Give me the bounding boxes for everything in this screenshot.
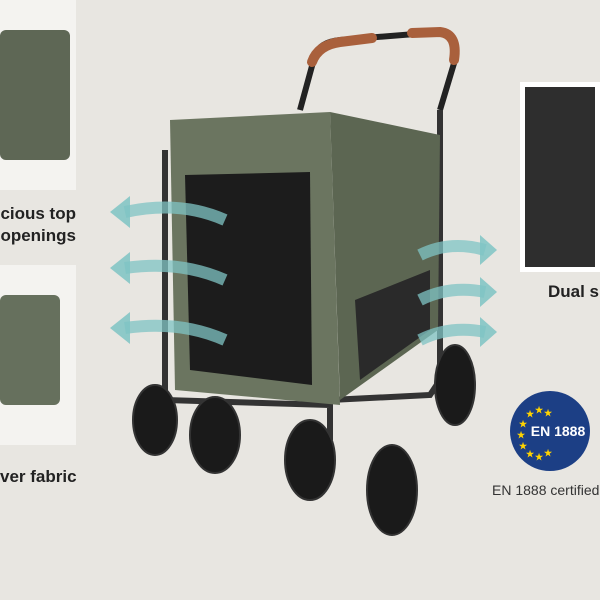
svg-text:★: ★ xyxy=(519,419,528,429)
badge-text: EN 1888 xyxy=(530,423,586,439)
svg-text:★: ★ xyxy=(526,449,535,459)
svg-text:★: ★ xyxy=(519,441,528,451)
svg-text:★: ★ xyxy=(544,448,553,458)
svg-text:★: ★ xyxy=(517,430,526,440)
caption-top-openings: cious top openings xyxy=(0,203,76,247)
caption-cover-fabric: ver fabric xyxy=(0,467,77,486)
feature-photo-cover-fabric xyxy=(0,265,76,445)
caption-line: cious top xyxy=(0,204,76,223)
eu-stars-icon: ★★★ ★★★ ★★★ xyxy=(517,405,553,462)
svg-text:★: ★ xyxy=(544,408,553,418)
caption-dual: Dual s xyxy=(548,282,600,301)
feature-photo-dual xyxy=(520,82,600,272)
feature-photo-top-openings xyxy=(0,0,76,190)
svg-text:★: ★ xyxy=(535,452,544,462)
svg-text:★: ★ xyxy=(526,409,535,419)
caption-line: openings xyxy=(0,226,76,245)
svg-text:★: ★ xyxy=(535,405,544,415)
certification-caption: EN 1888 certified xyxy=(492,482,600,498)
en1888-badge: ★★★ ★★★ ★★★ EN 1888 xyxy=(510,391,590,471)
